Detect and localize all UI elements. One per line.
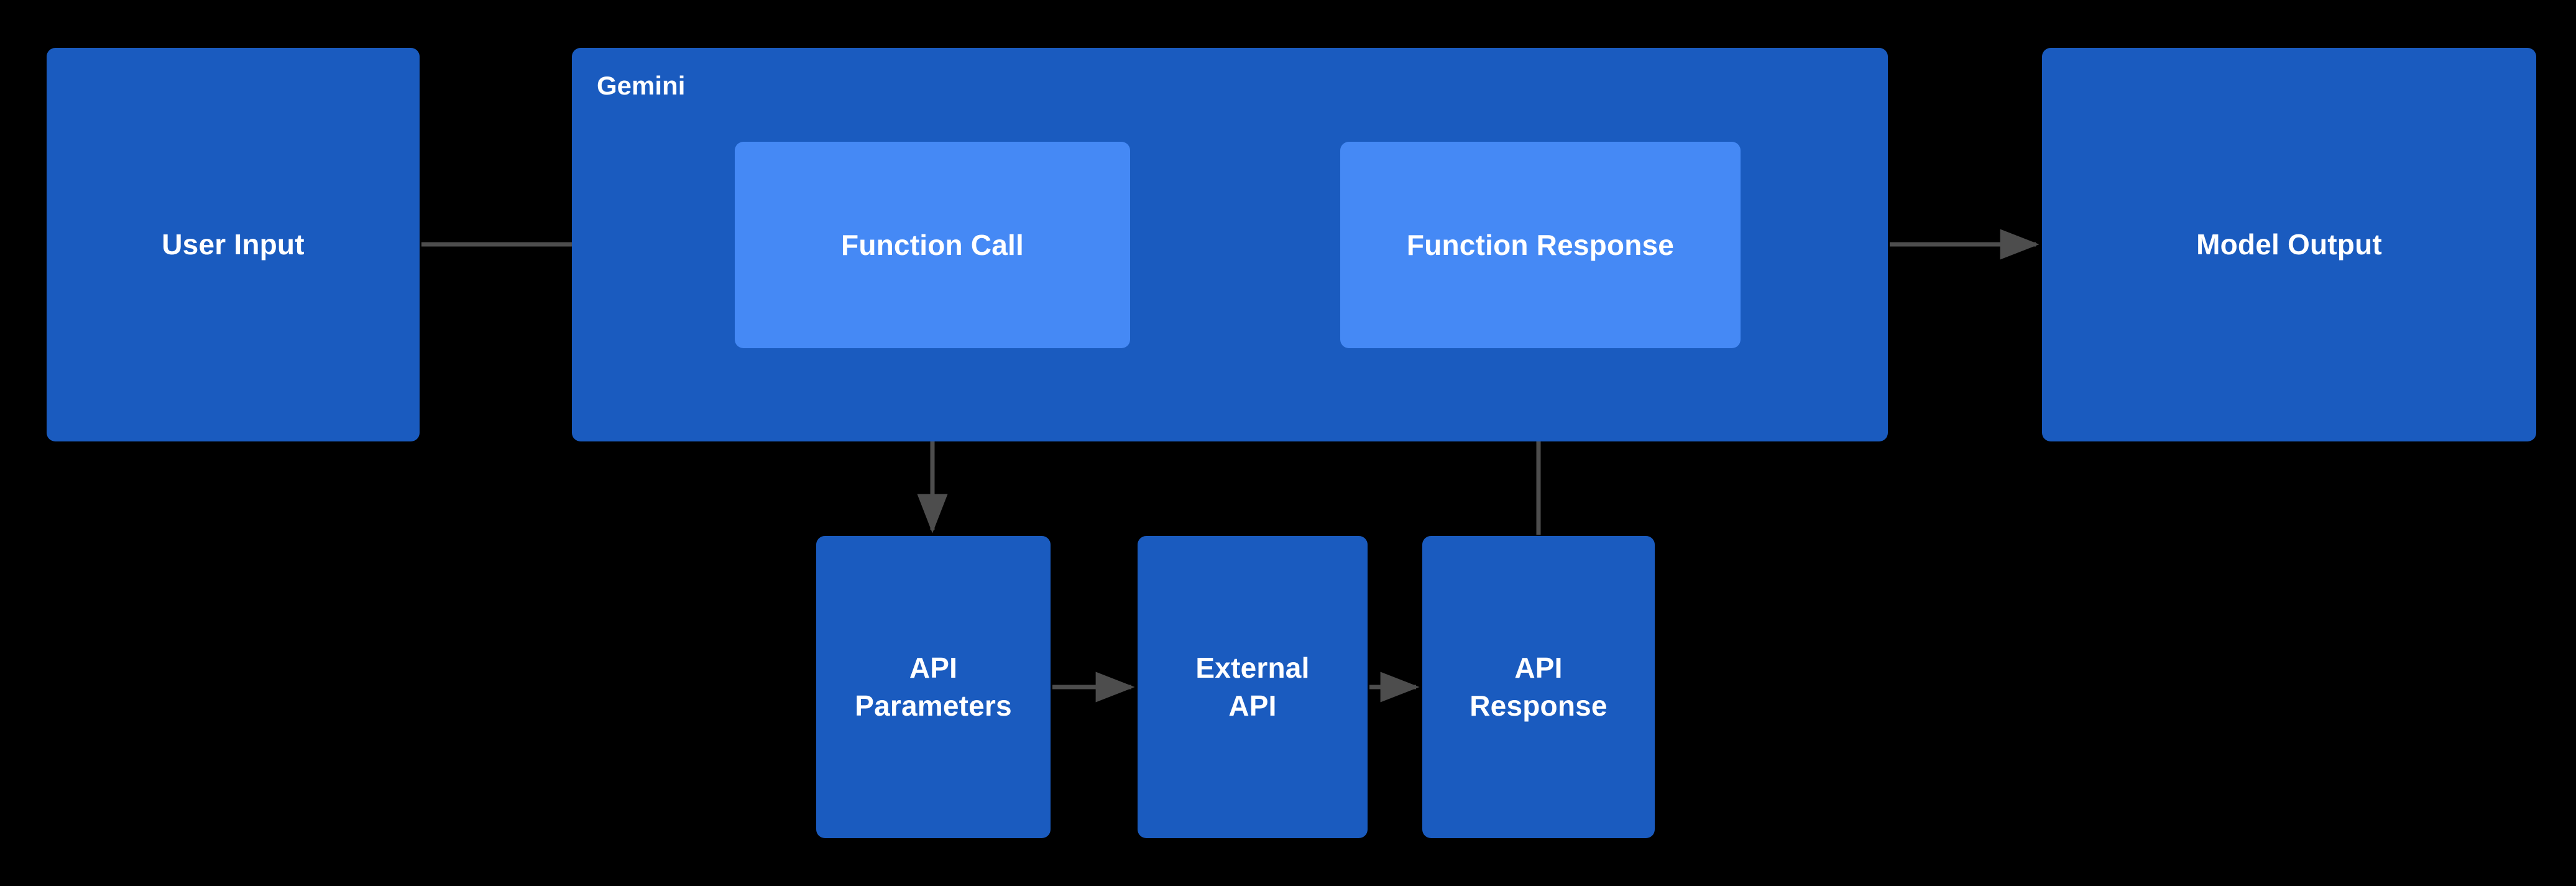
node-api-parameters[interactable]: API Parameters	[816, 536, 1051, 838]
node-model-output[interactable]: Model Output	[2042, 48, 2536, 441]
node-api-response[interactable]: API Response	[1422, 536, 1655, 838]
cluster-gemini-label: Gemini	[597, 71, 686, 100]
node-user-input[interactable]: User Input	[47, 48, 420, 441]
node-function-response[interactable]: Function Response	[1340, 142, 1741, 348]
node-function-call[interactable]: Function Call	[735, 142, 1130, 348]
node-external-api[interactable]: External API	[1138, 536, 1368, 838]
